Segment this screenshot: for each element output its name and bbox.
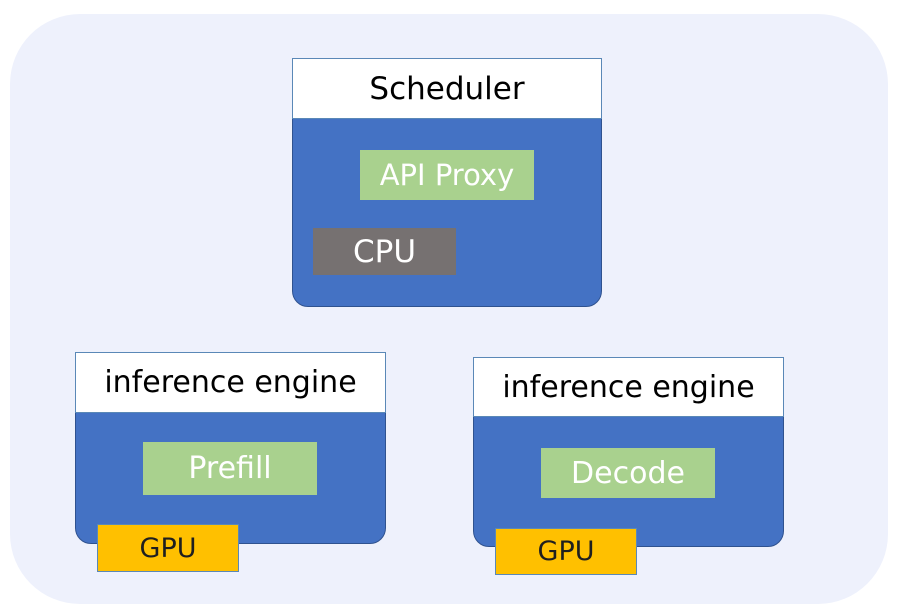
- prefill-engine-header: inference engine: [75, 352, 386, 413]
- decode-box: Decode: [541, 448, 715, 498]
- decode-engine-node: inference engine Decode GPU: [473, 357, 784, 576]
- decode-engine-header: inference engine: [473, 357, 784, 417]
- prefill-engine-node: inference engine Prefill GPU: [75, 352, 386, 572]
- api-proxy-box: API Proxy: [360, 150, 534, 200]
- gpu-badge-prefill: GPU: [97, 524, 239, 572]
- scheduler-header: Scheduler: [292, 58, 602, 119]
- scheduler-body: [292, 118, 602, 307]
- prefill-box: Prefill: [143, 442, 317, 495]
- scheduler-node: Scheduler API Proxy CPU: [292, 58, 602, 307]
- cpu-badge: CPU: [313, 228, 456, 275]
- gpu-badge-decode: GPU: [495, 528, 637, 575]
